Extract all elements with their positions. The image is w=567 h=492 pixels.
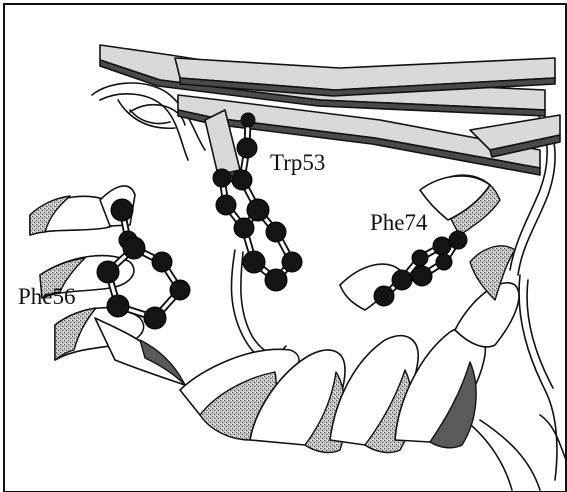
label-phe74: Phe74 [370,210,428,235]
label-phe56: Phe56 [18,284,76,309]
label-trp53: Trp53 [270,150,325,175]
